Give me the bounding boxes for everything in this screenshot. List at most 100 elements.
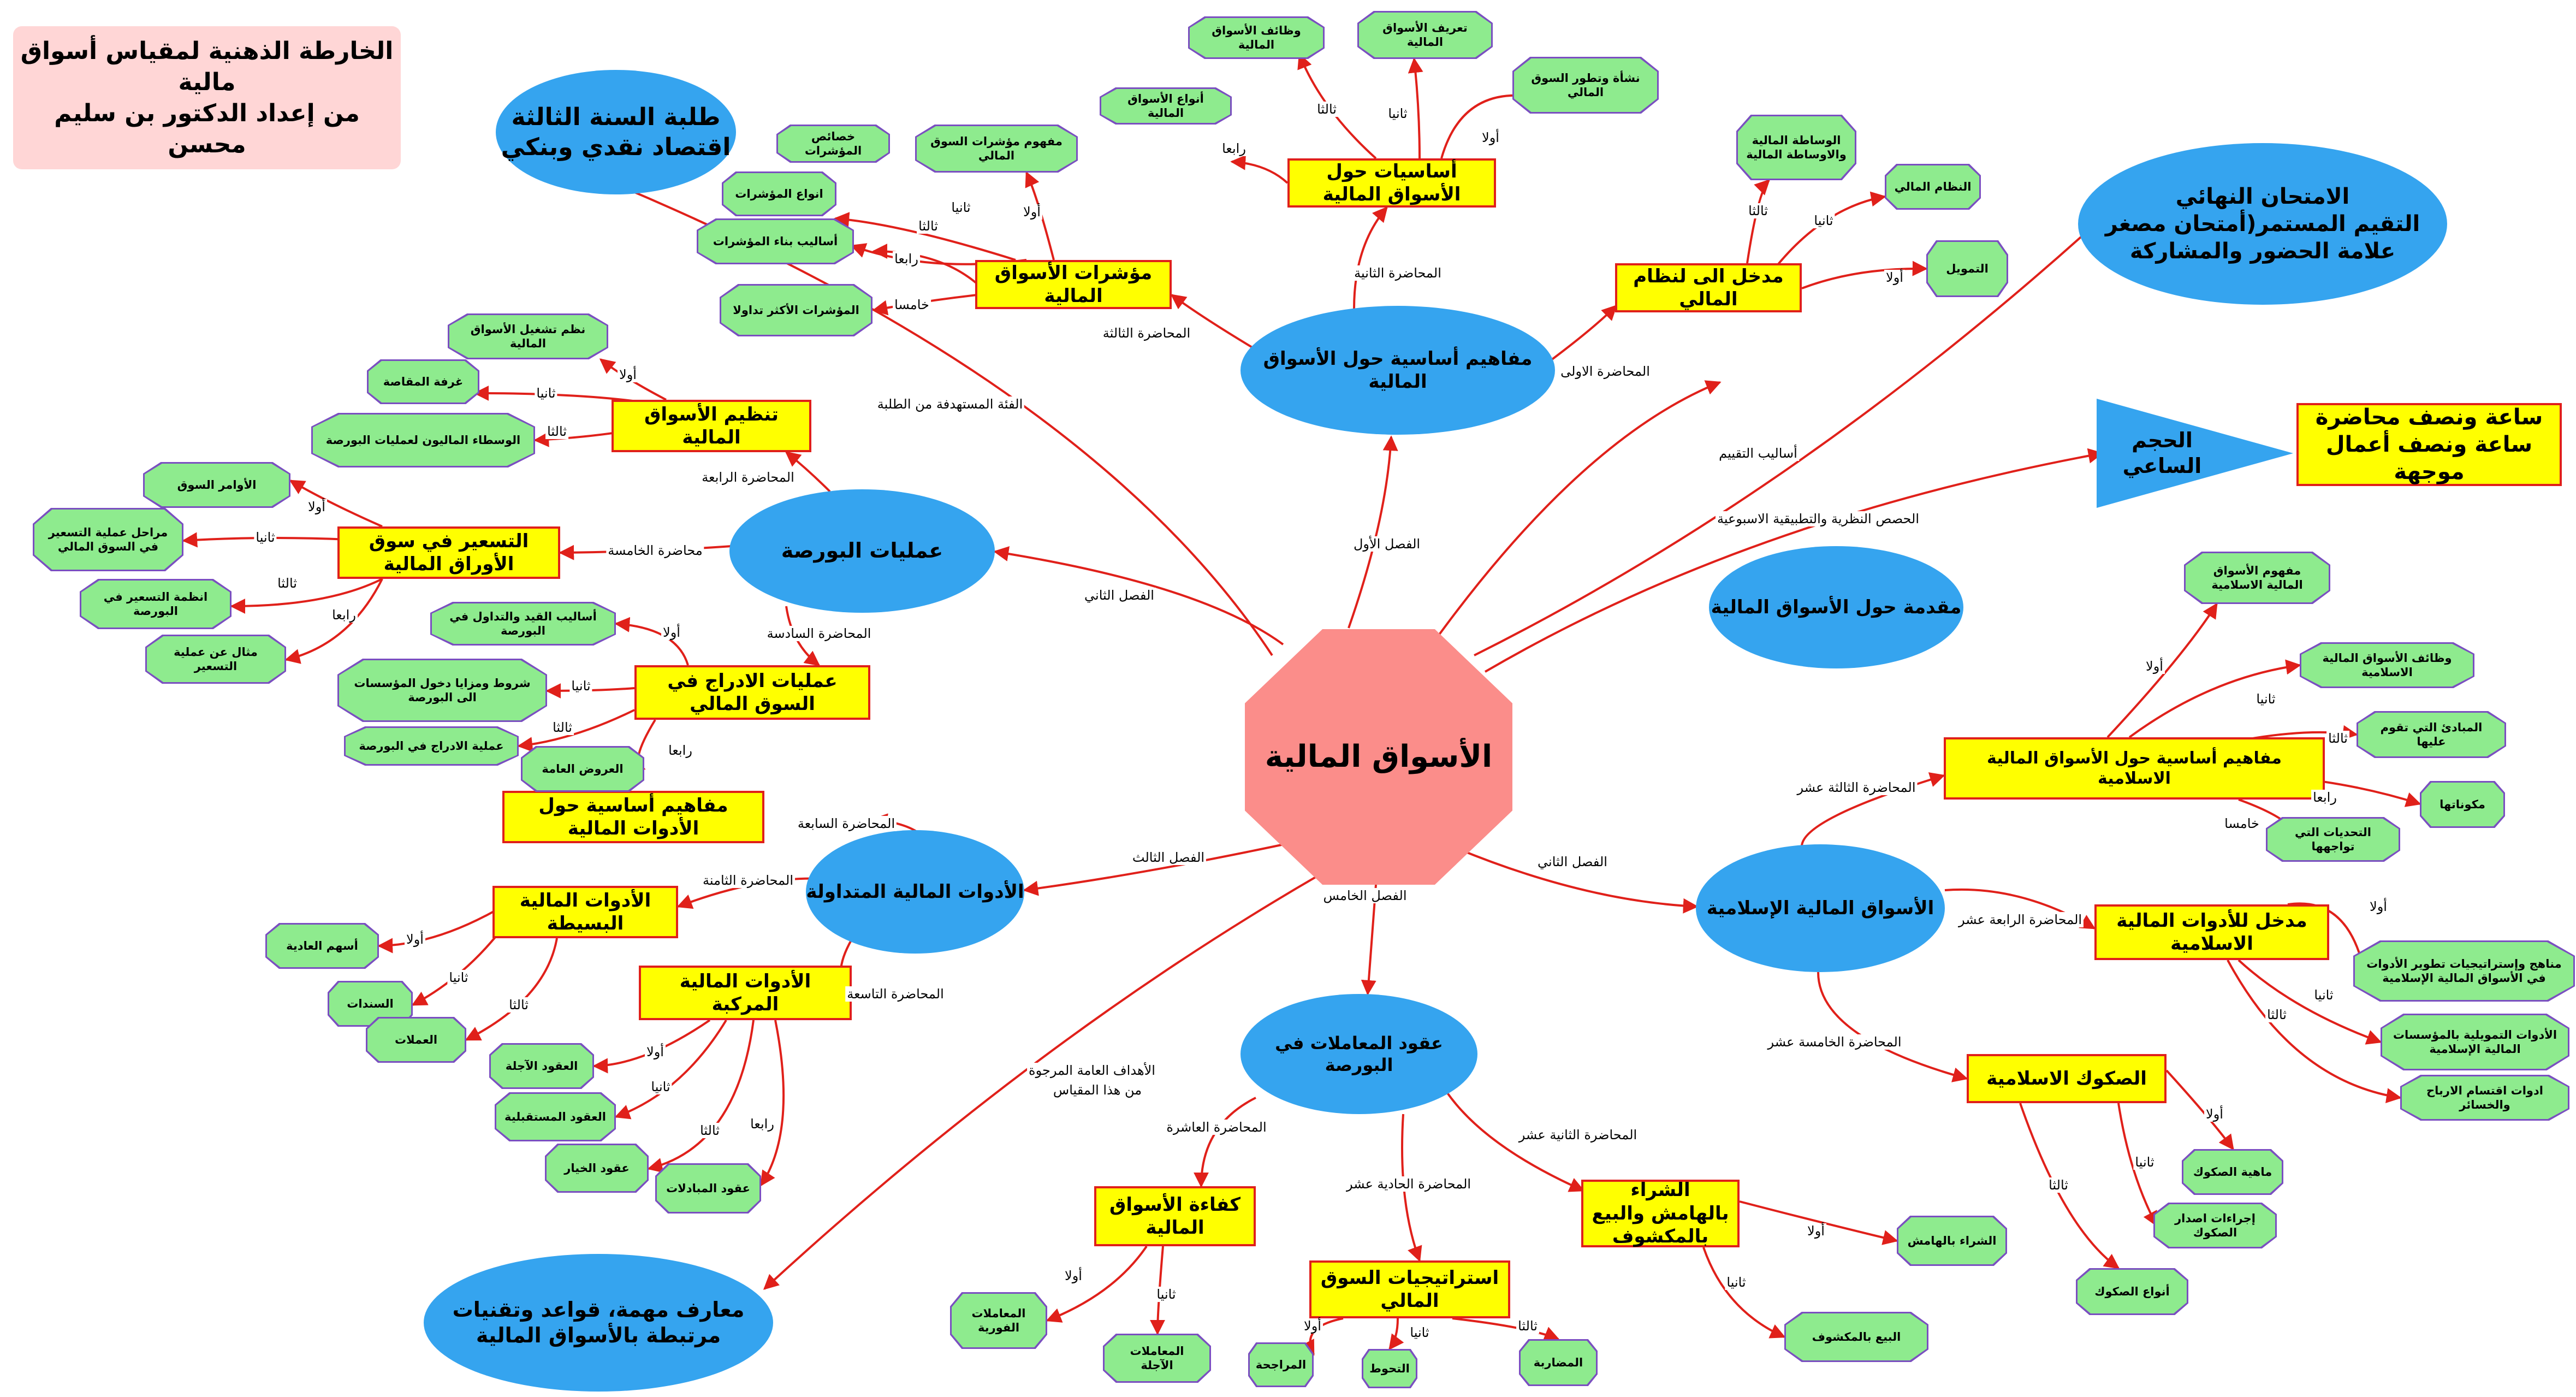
lec6-box: عمليات الادراج في السوق المالي bbox=[634, 665, 870, 720]
leaf-node: السندات bbox=[329, 982, 411, 1025]
edge-label: رابعا bbox=[893, 251, 920, 267]
edge-label: المحاضرة الاولى bbox=[1559, 364, 1652, 379]
knowledge-oval: معارف مهمة، قواعد وتقنيات مرتبطة بالأسوا… bbox=[424, 1254, 773, 1392]
students-line-1: طلبة السنة الثالثة bbox=[511, 103, 721, 131]
connector-edge bbox=[1435, 380, 1722, 640]
ch4-title: الأسواق المالية الإسلامية bbox=[1706, 897, 1934, 919]
edge-label: أولا bbox=[2204, 1106, 2225, 1122]
ch5-oval: عقود المعاملات في البورصة bbox=[1240, 994, 1477, 1114]
leaf-node: نشأة وتطور السوق المالي bbox=[1514, 58, 1657, 112]
edge-label: الفصل الخامس bbox=[1321, 888, 1409, 903]
leaf-node: عقود الخيار bbox=[547, 1145, 647, 1191]
lec13-box: مفاهيم أساسية حول الأسواق المالية الاسلا… bbox=[1944, 737, 2325, 800]
edge-label: المحاضرة الخامسة عشر bbox=[1766, 1034, 1903, 1050]
edge-label: أولا bbox=[1480, 130, 1501, 145]
edge-label: ثانيا bbox=[535, 386, 557, 401]
ch1-title: مفاهيم أساسية حول الأسواق المالية bbox=[1263, 347, 1533, 393]
connector-edge bbox=[377, 905, 503, 954]
hours-line-1: ساعة ونصف محاضرة bbox=[2315, 405, 2543, 430]
lec14-box: مدخل للأدوات المالية الاسلامية bbox=[2094, 904, 2329, 960]
ch2-title: عمليات البورصة bbox=[781, 538, 943, 563]
connector-edge bbox=[1452, 845, 1699, 914]
leaf-node: خصائص المؤشرات bbox=[778, 126, 888, 161]
edge-label: الحصص النظرية والتطبيقية الاسبوعية bbox=[1715, 511, 1921, 526]
connector-edge bbox=[2227, 960, 2402, 1104]
edge-label: أولا bbox=[1302, 1318, 1323, 1334]
lec9-box: الأدوات المالية المركبة bbox=[639, 966, 852, 1020]
connector-edge bbox=[2019, 1103, 2120, 1269]
leaf-node: وظائف الأسواق المالية الاسلامية bbox=[2301, 644, 2473, 686]
leaf-node: التحوط bbox=[1363, 1351, 1416, 1387]
connector-edge bbox=[1348, 435, 1398, 629]
lec8-box: الأدوات المالية البسيطة bbox=[492, 886, 678, 938]
connector-edge bbox=[1023, 840, 1300, 896]
exam-line-1: الامتحان النهائي bbox=[2175, 184, 2350, 209]
leaf-node: العقود الآجلة bbox=[491, 1045, 592, 1087]
connector-edge bbox=[1773, 191, 1886, 270]
ch3-oval: الأدوات المالية المتداولة bbox=[806, 830, 1024, 954]
connector-edge bbox=[763, 873, 1322, 1290]
edge-label: الأهداف العامة المرجوة bbox=[1027, 1063, 1157, 1078]
leaf-node: العقود المستقبلية bbox=[496, 1094, 614, 1140]
edge-label: ثانيا bbox=[1812, 213, 1835, 228]
connector-edge bbox=[1550, 305, 1617, 362]
edge-label: رابعا bbox=[1220, 141, 1248, 156]
connector-edge bbox=[785, 451, 831, 493]
connector-edge bbox=[1474, 212, 2109, 656]
ch1-oval: مفاهيم أساسية حول الأسواق المالية bbox=[1240, 306, 1555, 435]
leaf-node: مثال عن عملية التسعير bbox=[147, 636, 284, 682]
leaf-node: العروض العامة bbox=[523, 748, 643, 790]
hours-line-2: ساعة ونصف أعمال موجهة bbox=[2325, 432, 2533, 484]
connector-edge bbox=[993, 546, 1284, 646]
leaf-node: أنواع الأسواق المالية bbox=[1101, 89, 1230, 123]
lec5-box: التسعير في سوق الأوراق المالية bbox=[337, 526, 560, 579]
lec4-box: تنظيم الأسواق المالية bbox=[612, 400, 811, 452]
edge-label: الفصل الأول bbox=[1351, 536, 1422, 552]
exam-line-3: علامة الحضور والمشاركة bbox=[2129, 239, 2396, 264]
edge-label: ثالثا bbox=[1315, 102, 1338, 117]
edge-label: ثانيا bbox=[447, 970, 470, 985]
ch4-oval: الأسواق المالية الإسلامية bbox=[1696, 844, 1945, 972]
edge-label: المحاضرة الثانية عشر bbox=[1517, 1127, 1639, 1143]
lec3-box: مؤشرات الأسواق المالية bbox=[975, 260, 1172, 309]
edge-label: ثالثا bbox=[2265, 1007, 2288, 1022]
connector-edge bbox=[465, 938, 558, 1041]
leaf-node: غرفة المقاصة bbox=[369, 361, 478, 402]
edge-label: أولا bbox=[1884, 270, 1905, 285]
edge-label: خامسا bbox=[893, 297, 931, 312]
hours-title: الحجم الساعي bbox=[2122, 428, 2202, 478]
leaf-node: مراحل عملية التسعير في السوق المالي bbox=[34, 510, 182, 570]
lec7-box: مفاهيم أساسية حول الأدوات المالية bbox=[502, 791, 764, 843]
edge-label: ثالثا bbox=[507, 997, 530, 1013]
ch3-title: الأدوات المالية المتداولة bbox=[806, 880, 1024, 903]
lec2-box: أساسيات حول الأسواق المالية bbox=[1287, 158, 1496, 208]
edge-label: أولا bbox=[1806, 1223, 1826, 1239]
leaf-node: مفهوم الأسواق المالية الاسلامية bbox=[2186, 553, 2329, 602]
students-oval: طلبة السنة الثالثة اقتصاد نقدي وبنكي bbox=[496, 70, 736, 194]
edge-label: رابعا bbox=[330, 607, 358, 623]
edge-label: ثالثا bbox=[917, 218, 940, 234]
connector-edge bbox=[1484, 448, 2104, 673]
students-line-2: اقتصاد نقدي وبنكي bbox=[501, 133, 731, 161]
connector-edge bbox=[230, 578, 383, 614]
edge-label: أولا bbox=[306, 499, 327, 514]
leaf-node: المضاربة bbox=[1521, 1341, 1596, 1384]
connector-edge bbox=[1353, 206, 1388, 309]
leaf-node: عملية الادراج في البورصة bbox=[346, 728, 517, 764]
edge-label: ثانيا bbox=[2254, 691, 2277, 707]
edge-label: ثالثا bbox=[1747, 203, 1770, 218]
edge-label: ثالثا bbox=[698, 1123, 721, 1138]
edge-label: المحاضرة السادسة bbox=[765, 626, 873, 641]
leaf-node: التمويل bbox=[1928, 242, 2007, 295]
exam-line-2: التقيم المستمر(أمتحان مصغر bbox=[2105, 211, 2420, 236]
leaf-node: أساليب القيد والتداول في البورصة bbox=[432, 603, 614, 644]
leaf-node: مكوناتها bbox=[2421, 783, 2503, 826]
edge-label: أولا bbox=[2368, 899, 2389, 914]
leaf-node: الشراء بالهامش bbox=[1898, 1217, 2005, 1264]
edge-label: المحاضرة الرابعة عشر bbox=[1956, 912, 2084, 927]
leaf-node: مناهج وإستراتيجيات تطوير الأدوات في الأس… bbox=[2355, 942, 2573, 1000]
edge-label: ثانيا bbox=[1155, 1287, 1178, 1302]
edge-label: ثانيا bbox=[1725, 1275, 1748, 1290]
leaf-node: انظمة التسعير في البورصة bbox=[81, 581, 230, 628]
lec10-box: كفاءة الأسواق المالية bbox=[1094, 1186, 1256, 1246]
